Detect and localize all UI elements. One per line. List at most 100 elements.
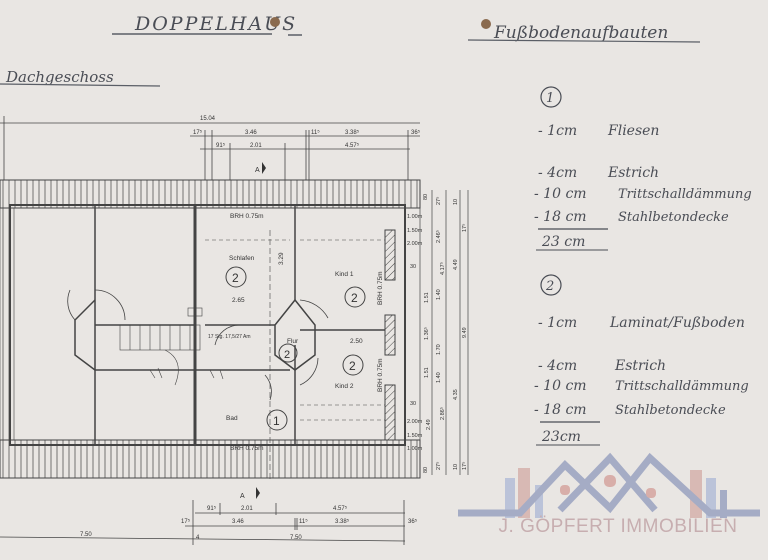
plan-label: 10 bbox=[453, 199, 459, 205]
plan-label: 4.57⁵ bbox=[345, 142, 360, 149]
plan-label: 2 bbox=[351, 291, 358, 305]
plan-label: 2.00m bbox=[407, 241, 423, 247]
plan-label: 2.01 bbox=[241, 506, 253, 512]
plan-label: 1.51 bbox=[424, 367, 430, 378]
notes-title: Fußbodenaufbauten bbox=[493, 23, 668, 43]
plan-label: 36⁵ bbox=[411, 129, 421, 136]
plan-label: 2 bbox=[232, 271, 239, 285]
plan-label: 36⁵ bbox=[408, 518, 418, 525]
plan-label: 7.50 bbox=[290, 535, 302, 541]
pin-icon bbox=[270, 17, 280, 27]
plan-label: BRH 0.75m bbox=[377, 271, 384, 305]
plan-label: 23 cm bbox=[541, 234, 585, 250]
plan-label: Fliesen bbox=[607, 123, 659, 139]
company-name: J. GÖPFERT IMMOBILIEN bbox=[498, 516, 738, 537]
plan-label: 2.86⁵ bbox=[439, 407, 446, 420]
room-markers: 2 2 2 2 1 bbox=[225, 266, 366, 431]
plan-label: 17 Stg. 17,5/27 Am bbox=[208, 334, 251, 340]
plan-label: 2.00m bbox=[407, 419, 423, 425]
plan-label: 80 bbox=[423, 467, 429, 473]
plan-label: 2 bbox=[349, 359, 356, 373]
plan-label: 3.38⁵ bbox=[335, 518, 350, 525]
plan-label: 17⁵ bbox=[181, 518, 191, 525]
plan-label: 2.49 bbox=[426, 419, 432, 430]
section-marker-bottom: A bbox=[240, 493, 245, 500]
plan-label: 2 bbox=[545, 279, 554, 294]
plan-label: 80 bbox=[423, 194, 429, 200]
plan-label: - 1cm bbox=[538, 315, 577, 331]
plan-label: 1.50m bbox=[407, 433, 423, 439]
room-label-kind2: Kind 2 bbox=[335, 383, 354, 390]
plan-label: - 4cm bbox=[538, 358, 577, 374]
plan-label: 1.40 bbox=[436, 289, 442, 300]
plan-label: 4.17⁵ bbox=[439, 262, 446, 275]
room-label-kind1: Kind 1 bbox=[335, 271, 354, 278]
floor-title: Dachgeschoss bbox=[5, 68, 114, 86]
plan-label: - 4cm bbox=[538, 165, 577, 181]
plan-label: 2 bbox=[284, 349, 290, 361]
plan-label: 4.57⁵ bbox=[333, 505, 348, 512]
pin-icon bbox=[481, 19, 491, 29]
plan-label: 1.36⁵ bbox=[423, 327, 430, 340]
room-label-bad: Bad bbox=[226, 415, 238, 422]
plan-label: Estrich bbox=[614, 358, 666, 374]
floor-buildup-2: 2 - 1cm Laminat/Fußboden - 4cm Estrich -… bbox=[534, 274, 749, 446]
plan-label: 1.51 bbox=[424, 292, 430, 303]
plan-label: Trittschalldämmung bbox=[618, 187, 752, 202]
plan-label: Stahlbetondecke bbox=[615, 403, 726, 418]
plan-label: 1 bbox=[546, 91, 554, 106]
plan-label: - 18 cm bbox=[534, 209, 587, 225]
plan-label: 1.00m bbox=[407, 446, 423, 452]
plan-label: 4.49 bbox=[453, 259, 459, 270]
section-arrow-icon bbox=[262, 162, 266, 174]
plan-label: 1 bbox=[273, 414, 280, 428]
plan-label: - 18 cm bbox=[534, 402, 587, 418]
house-title: DOPPELHAUS bbox=[134, 13, 297, 35]
plan-label: 17⁵ bbox=[461, 224, 468, 232]
plan-label: 27⁵ bbox=[435, 462, 442, 470]
plan-label: 1.50m bbox=[407, 228, 423, 234]
plan-label: 2.50 bbox=[350, 338, 363, 345]
brh-label: BRH 0.75m bbox=[230, 213, 264, 220]
plan-label: 1.70 bbox=[436, 344, 442, 355]
plan-label: 27⁵ bbox=[435, 197, 442, 205]
plan-label: 3.46 bbox=[245, 130, 257, 136]
plan-label: 2.01 bbox=[250, 143, 262, 149]
plan-label: 7.50 bbox=[80, 532, 92, 538]
plan-label: 30 bbox=[410, 401, 416, 407]
plan-label: 4 bbox=[196, 535, 200, 541]
company-logo bbox=[458, 452, 760, 518]
plan-label: 4.35 bbox=[453, 389, 459, 400]
plan-label: 3.38⁵ bbox=[345, 129, 360, 136]
brh-label: BRH 0.75m bbox=[230, 445, 264, 452]
section-arrow-icon bbox=[256, 487, 260, 499]
room-label-schlafen: Schlafen bbox=[229, 255, 255, 262]
plan-label: 9.49 bbox=[462, 327, 468, 338]
room-label-flur: Flur bbox=[287, 338, 299, 345]
plan-label: 1.40 bbox=[436, 372, 442, 383]
plan-label: Laminat/Fußboden bbox=[609, 315, 745, 331]
plan-label: 91⁵ bbox=[216, 142, 226, 149]
handwritten-header: DOPPELHAUS Dachgeschoss Fußbodenaufbaute… bbox=[0, 13, 701, 87]
plan-label: 3.46 bbox=[232, 519, 244, 525]
floor-buildup-1: 1 - 1cm Fliesen - 4cm Estrich - 10 cm Tr… bbox=[534, 86, 752, 251]
plan-label: Stahlbetondecke bbox=[618, 210, 729, 225]
plan-label: 10 bbox=[453, 464, 459, 470]
floor-plan: 15.04 17⁵ 3.46 11⁵ 3.38⁵ 36⁵ 91⁵ 2.01 4.… bbox=[0, 116, 469, 545]
plan-label: 2.65 bbox=[232, 297, 245, 304]
plan-label: 2.46⁵ bbox=[435, 230, 442, 243]
plan-label: 23cm bbox=[541, 429, 581, 445]
plan-label: Estrich bbox=[607, 165, 659, 181]
plan-label: 3.29 bbox=[278, 252, 285, 265]
plan-label: 11⁵ bbox=[299, 518, 308, 525]
plan-label: - 1cm bbox=[538, 123, 577, 139]
plan-label: 1.00m bbox=[407, 214, 423, 220]
plan-label: - 10 cm bbox=[534, 186, 587, 202]
plan-label: 15.04 bbox=[200, 116, 216, 122]
plan-label: Trittschalldämmung bbox=[615, 379, 749, 394]
plan-label: - 10 cm bbox=[534, 378, 587, 394]
section-marker-top: A bbox=[255, 167, 260, 174]
plan-label: 17⁵ bbox=[461, 462, 468, 470]
plan-label: 17⁵ bbox=[193, 129, 203, 136]
